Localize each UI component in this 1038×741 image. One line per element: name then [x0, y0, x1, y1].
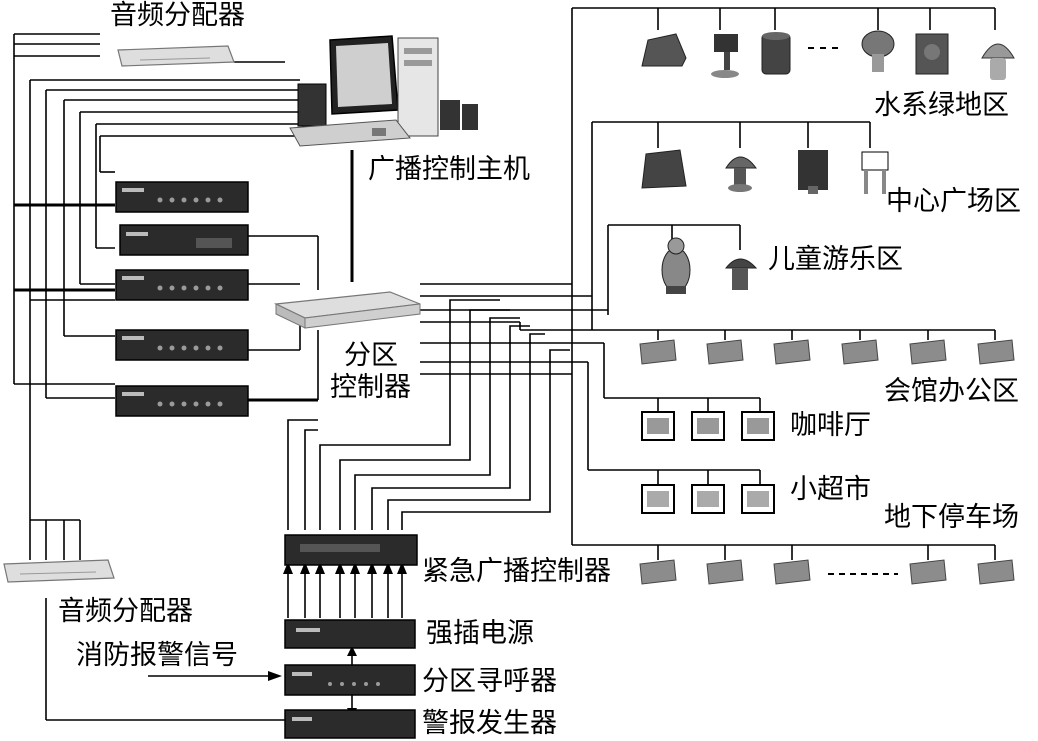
controller-output-lines — [420, 283, 608, 375]
audio-distributor-bottom-label: 音频分配器 — [58, 596, 193, 627]
zone-office-label: 会馆办公区 — [884, 376, 1019, 407]
zone-controller-label-line2: 控制器 — [330, 372, 411, 403]
zone-children-label: 儿童游乐区 — [768, 244, 903, 275]
zone-pager-label: 分区寻呼器 — [422, 666, 557, 697]
amplifier-5 — [115, 385, 249, 417]
audio-distributor-bottom — [3, 559, 115, 583]
audio-distributor-top-label: 音频分配器 — [110, 0, 245, 31]
left-bus-lines — [13, 33, 300, 721]
children-zone-speakers — [661, 237, 758, 294]
amp-to-controller-lines — [248, 235, 319, 402]
power-arrows — [283, 562, 407, 718]
broadcast-host-computer — [289, 35, 478, 147]
fire-alarm-signal-label: 消防报警信号 — [76, 640, 238, 671]
amplifier-4 — [115, 329, 249, 361]
broadcast-host-label: 广播控制主机 — [368, 154, 530, 185]
fire-signal-arrow — [148, 671, 282, 681]
alarm-generator-device — [284, 709, 416, 739]
power-strip-label: 强插电源 — [426, 618, 534, 649]
zone-pager-device — [284, 664, 416, 696]
power-strip-device — [284, 619, 416, 649]
zone-central-plaza-label: 中心广场区 — [886, 186, 1021, 217]
zone-supermarket-label: 小超市 — [790, 474, 871, 505]
amplifier-1 — [115, 181, 249, 213]
zone-parking-label: 地下停车场 — [884, 502, 1019, 533]
water-green-zone-speakers — [641, 30, 1015, 80]
zone-controller-device — [273, 291, 421, 329]
supermarket-speakers — [641, 484, 775, 514]
zone-cafe-label: 咖啡厅 — [790, 410, 871, 441]
emergency-feed-lines — [287, 299, 570, 530]
zone-bus-lines — [520, 7, 996, 560]
central-plaza-speakers — [641, 149, 889, 194]
amplifier-2 — [119, 224, 249, 256]
cafe-speakers — [641, 411, 775, 441]
audio-distributor-top — [117, 45, 235, 67]
zone-water-green-label: 水系绿地区 — [874, 90, 1009, 121]
emergency-controller-label: 紧急广播控制器 — [422, 556, 611, 587]
parking-zone-speakers — [639, 559, 1015, 585]
zone-controller-label-line1: 分区 — [344, 340, 398, 371]
amplifier-3 — [115, 269, 249, 301]
office-zone-speakers — [639, 339, 1015, 365]
alarm-generator-label: 警报发生器 — [422, 708, 557, 739]
emergency-controller-device — [284, 534, 418, 566]
